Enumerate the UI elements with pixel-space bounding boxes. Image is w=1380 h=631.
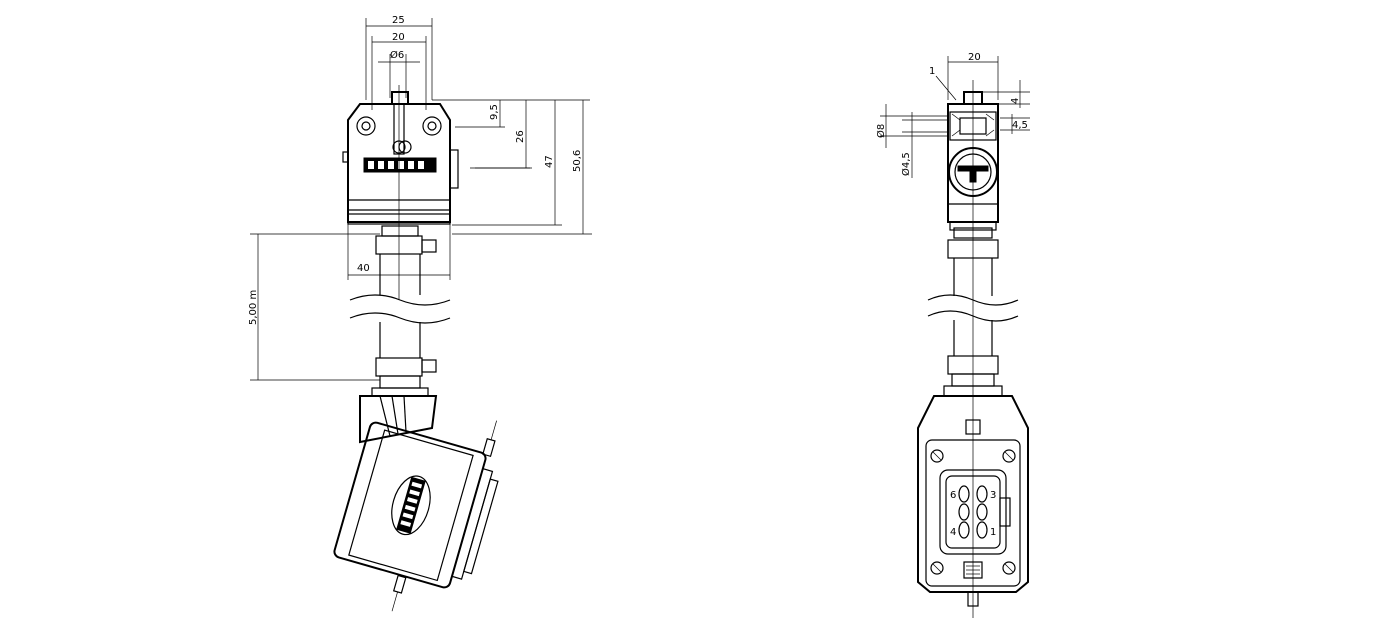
dim-width-25: 25 — [365, 15, 433, 100]
front-cable — [349, 225, 451, 389]
side-label-1-text: 1 — [929, 66, 935, 77]
side-dim-4-text: 4 — [1010, 98, 1021, 104]
front-view: 25 20 Ø6 9,5 26 47 50,6 — [248, 15, 592, 612]
dim-cable-length: 5,00 m — [248, 233, 380, 381]
pin-6-label: 6 — [950, 490, 956, 501]
side-dia4-5-text: Ø4,5 — [900, 152, 912, 176]
side-dia8-text: Ø8 — [875, 124, 887, 138]
dim-20-text: 20 — [392, 32, 405, 43]
dim-heights: 9,5 26 47 50,6 — [432, 99, 592, 235]
side-leader-1: 1 — [929, 66, 957, 101]
side-view: 20 1 4 4,5 Ø8 Ø4,5 — [875, 52, 1030, 618]
dim-diameter-6: Ø6 — [378, 49, 420, 98]
front-angled-connector — [333, 387, 499, 612]
cable-length-text: 5,00 m — [248, 290, 259, 325]
dim-50-6-text: 50,6 — [572, 150, 583, 172]
dim-width-20: 20 — [371, 32, 427, 110]
pin-3-label: 3 — [990, 490, 996, 501]
pin-4-label: 4 — [950, 527, 956, 538]
side-dim-20-text: 20 — [968, 52, 981, 63]
dim-26-text: 26 — [515, 130, 526, 143]
side-dim-width-20: 20 — [947, 52, 999, 100]
front-connector-head — [342, 85, 530, 300]
dim-dia6-text: Ø6 — [390, 49, 404, 61]
side-dim-right: 4 4,5 — [980, 80, 1030, 134]
dim-width-40: 40 — [347, 224, 451, 280]
dim-47-text: 47 — [544, 155, 555, 168]
side-dim-4-5-text: 4,5 — [1012, 120, 1028, 131]
pin-1-label: 1 — [990, 527, 996, 538]
side-dim-left: Ø8 Ø4,5 — [875, 104, 948, 178]
side-connector-head — [947, 80, 999, 618]
dim-9-5-text: 9,5 — [489, 104, 500, 120]
dim-25-text: 25 — [392, 15, 405, 26]
side-connector-face: 6 3 4 1 — [917, 395, 1029, 607]
dim-40-text: 40 — [357, 263, 370, 274]
